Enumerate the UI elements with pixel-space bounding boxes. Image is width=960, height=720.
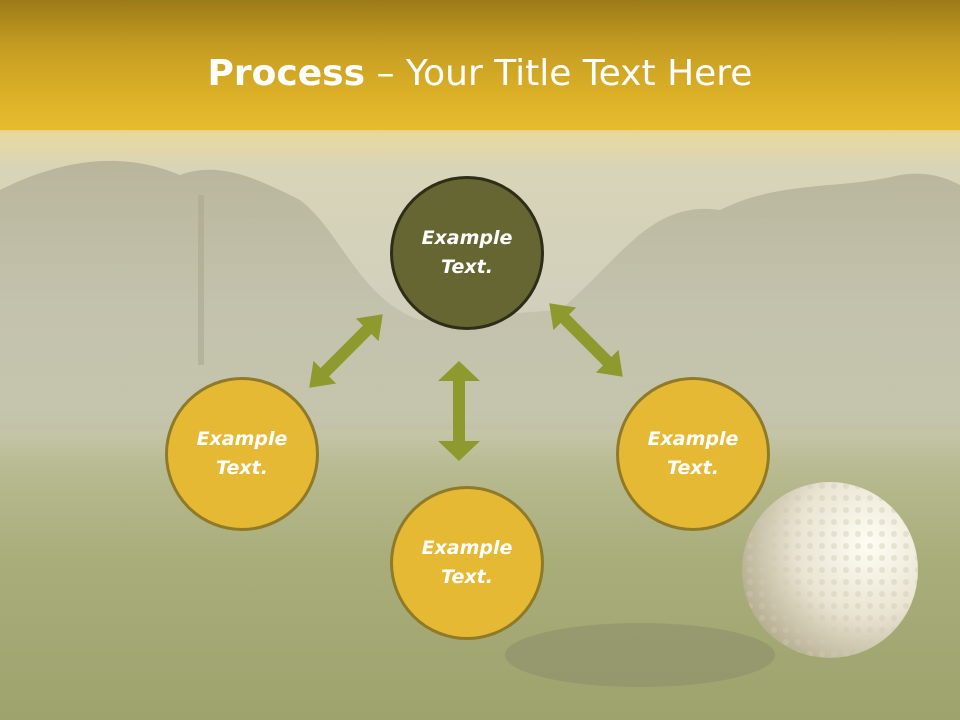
arrow-right-diagonal-icon xyxy=(549,303,623,377)
title-band xyxy=(0,0,960,130)
process-node-top: Example Text. xyxy=(390,176,544,330)
slide-title: Process – Your Title Text Here xyxy=(0,52,960,96)
process-node-bottom: Example Text. xyxy=(390,486,544,640)
title-bold: Process xyxy=(207,53,366,94)
process-node-top-label: Example Text. xyxy=(421,227,513,278)
process-node-left-label: Example Text. xyxy=(196,428,288,479)
process-node-left: Example Text. xyxy=(165,377,319,531)
arrow-left-diagonal-icon xyxy=(309,314,383,388)
title-separator: – xyxy=(365,53,406,94)
process-node-right-label: Example Text. xyxy=(647,428,739,479)
arrow-vertical-icon xyxy=(438,361,480,461)
process-node-bottom-label: Example Text. xyxy=(421,537,513,588)
title-text: Your Title Text Here xyxy=(405,53,753,94)
process-node-right: Example Text. xyxy=(616,377,770,531)
